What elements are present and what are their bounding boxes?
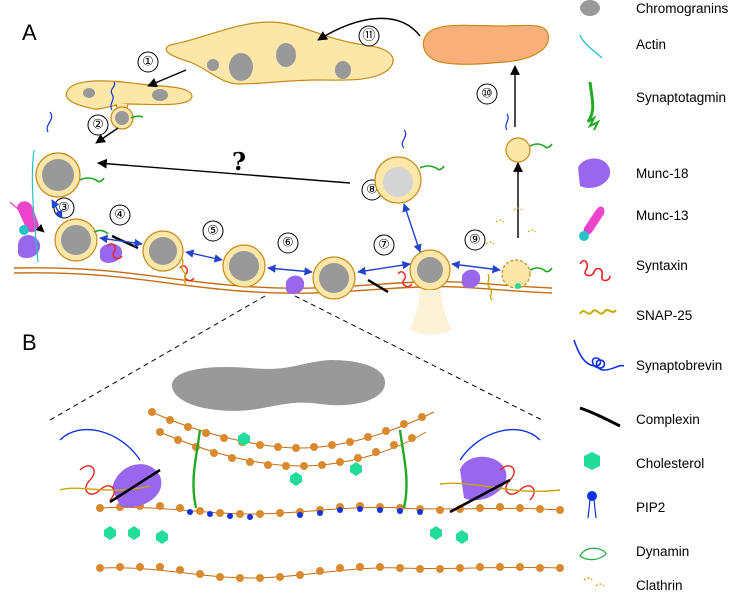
content-release [410, 290, 452, 335]
step-markers [53, 25, 498, 256]
step-2-label: ② [92, 118, 104, 133]
snap25-icon [579, 309, 617, 315]
step-6-label: ⑥ [282, 236, 294, 251]
snare-complex-right [398, 428, 561, 514]
dynamin-icon [579, 547, 607, 561]
legend-label-actin: Actin [636, 37, 666, 52]
step-11-label: ⑪ [362, 29, 375, 44]
step-10-label: ⑩ [481, 87, 493, 102]
clathrin-icon [583, 577, 605, 587]
legend-label-chromogranins: Chromogranins [636, 1, 729, 16]
legend-label-complexin: Complexin [636, 412, 700, 427]
zoom-lines [49, 295, 543, 421]
unknown-pathway-mark: ? [232, 147, 246, 176]
legend-label-pip2: PIP2 [636, 500, 665, 515]
secretory-vesicles [35, 137, 531, 300]
legend-label-munc18: Munc-18 [636, 166, 689, 181]
actin-icon [579, 34, 603, 59]
immature-granule-budding [65, 80, 193, 130]
synaptobrevin-icon [573, 339, 625, 371]
vesicle-membrane [148, 408, 435, 486]
step-3-label: ③ [58, 201, 70, 216]
legend-label-syntaxin: Syntaxin [636, 258, 688, 273]
legend-label-dynamin: Dynamin [636, 544, 689, 559]
munc13-icon [579, 206, 605, 241]
step-5-label: ⑤ [207, 224, 219, 239]
equilibrium-arrows [51, 199, 501, 276]
step-4-label: ④ [114, 208, 126, 223]
endosome-compartment [422, 24, 550, 65]
legend-label-munc13: Munc-13 [636, 208, 689, 223]
syntaxin-icon [579, 259, 611, 282]
munc13-arrow [9, 201, 45, 233]
cholesterol-icon [584, 452, 600, 470]
vesicle-core [172, 360, 386, 411]
complexin-icon [579, 406, 621, 428]
pip2-icon [587, 491, 597, 519]
trans-golgi-network [165, 21, 394, 85]
legend-label-snap25: SNAP-25 [636, 308, 692, 323]
step-9-label: ⑨ [469, 233, 481, 248]
legend-label-cholesterol: Cholesterol [636, 456, 704, 471]
docking-proteins [17, 111, 553, 301]
legend-label-clathrin: Clathrin [636, 578, 683, 593]
plasma-membrane-b [96, 502, 564, 582]
step-8-label: ⑧ [366, 183, 378, 198]
panel-b-label: B [22, 330, 37, 355]
synaptotagmin-icon [586, 81, 601, 131]
legend: Chromogranins Actin Synaptotagmin Munc-1… [573, 0, 729, 593]
panel-a-label: A [22, 20, 37, 45]
legend-label-synaptotagmin: Synaptotagmin [636, 90, 726, 105]
step-1-label: ① [142, 55, 154, 70]
legend-label-synaptobrevin: Synaptobrevin [636, 358, 722, 373]
step-labels: ① ② ③ ④ ⑤ ⑥ ⑦ ⑧ ⑨ ⑩ ⑪ [58, 29, 493, 253]
trafficking-arrows [95, 17, 523, 238]
munc18-icon [578, 158, 611, 189]
chromogranin-icon [580, 0, 600, 16]
step-7-label: ⑦ [378, 238, 390, 253]
snare-complex-left [59, 428, 202, 509]
